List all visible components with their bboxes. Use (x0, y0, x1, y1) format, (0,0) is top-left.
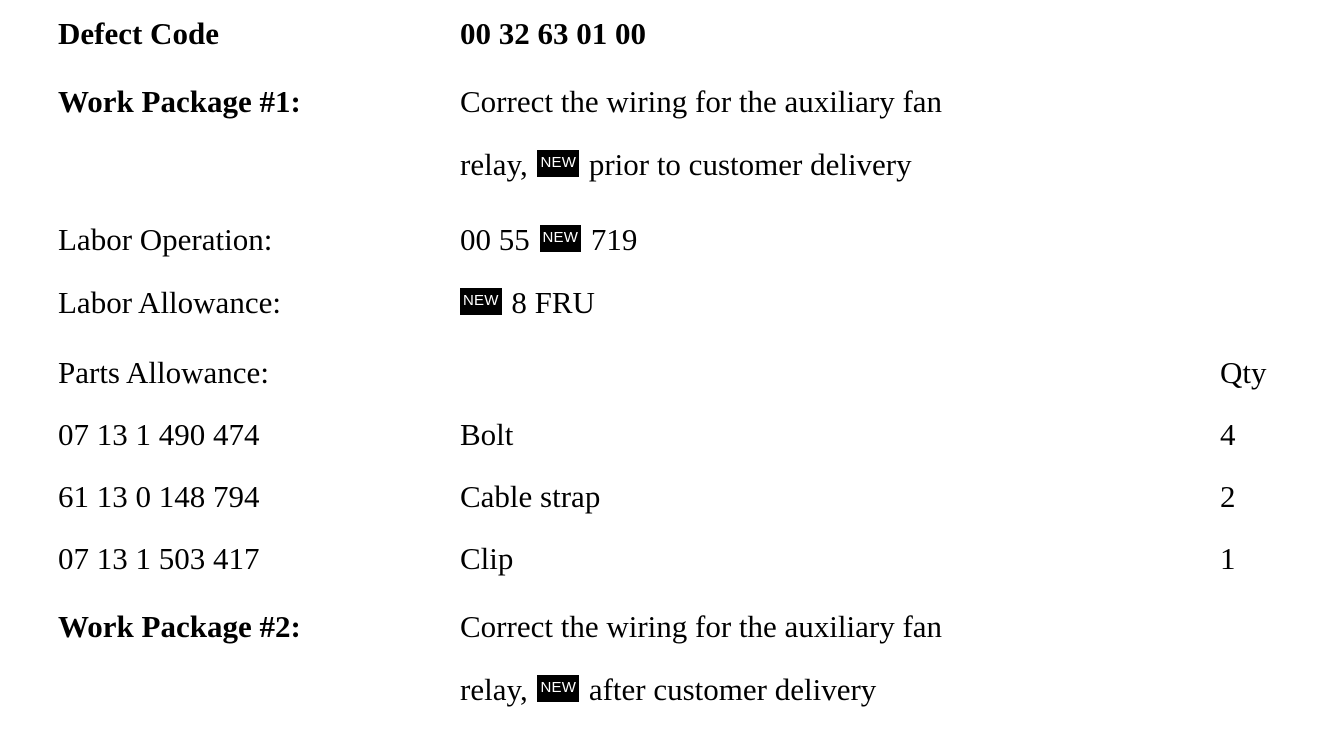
work-package-1-line2-before: relay, (460, 147, 528, 182)
labor-allowance-value: NEW 8 FRU (460, 287, 595, 318)
labor-operation-value-before: 00 55 (460, 222, 530, 257)
part-number: 07 13 1 503 417 (58, 541, 260, 576)
part-description: Bolt (460, 417, 514, 452)
parts-allowance-label: Parts Allowance: (58, 355, 269, 390)
part-qty: 4 (1220, 417, 1236, 452)
work-package-2-label: Work Package #2: (58, 609, 301, 644)
work-package-1-line1: Correct the wiring for the auxiliary fan (460, 84, 943, 119)
work-package-1-line2-after: prior to customer delivery (588, 147, 912, 182)
part-description: Clip (460, 541, 514, 576)
work-package-1-label: Work Package #1: (58, 84, 301, 119)
new-badge-icon: NEW (460, 288, 502, 315)
new-badge-icon: NEW (537, 675, 580, 702)
labor-allowance-value-after: 8 FRU (511, 285, 595, 320)
part-qty: 1 (1220, 541, 1236, 576)
labor-operation-label: Labor Operation: (58, 222, 273, 257)
part-number: 61 13 0 148 794 (58, 479, 260, 514)
work-package-2-line2-before: relay, (460, 672, 528, 707)
labor-allowance-label: Labor Allowance: (58, 285, 281, 320)
qty-header: Qty (1220, 355, 1267, 390)
labor-operation-value: 00 55 NEW 719 (460, 224, 637, 255)
defect-code-value: 00 32 63 01 00 (460, 16, 646, 51)
labor-operation-value-after: 719 (590, 222, 638, 257)
work-package-2-line2: relay, NEW after customer delivery (460, 674, 876, 705)
part-description: Cable strap (460, 479, 601, 514)
part-qty: 2 (1220, 479, 1236, 514)
new-badge-icon: NEW (539, 225, 582, 252)
work-package-2-line2-after: after customer delivery (588, 672, 877, 707)
defect-code-label: Defect Code (58, 16, 219, 51)
new-badge-icon: NEW (537, 150, 580, 177)
part-number: 07 13 1 490 474 (58, 417, 260, 452)
work-package-1-line2: relay, NEW prior to customer delivery (460, 149, 912, 180)
work-package-2-line1: Correct the wiring for the auxiliary fan (460, 609, 943, 644)
